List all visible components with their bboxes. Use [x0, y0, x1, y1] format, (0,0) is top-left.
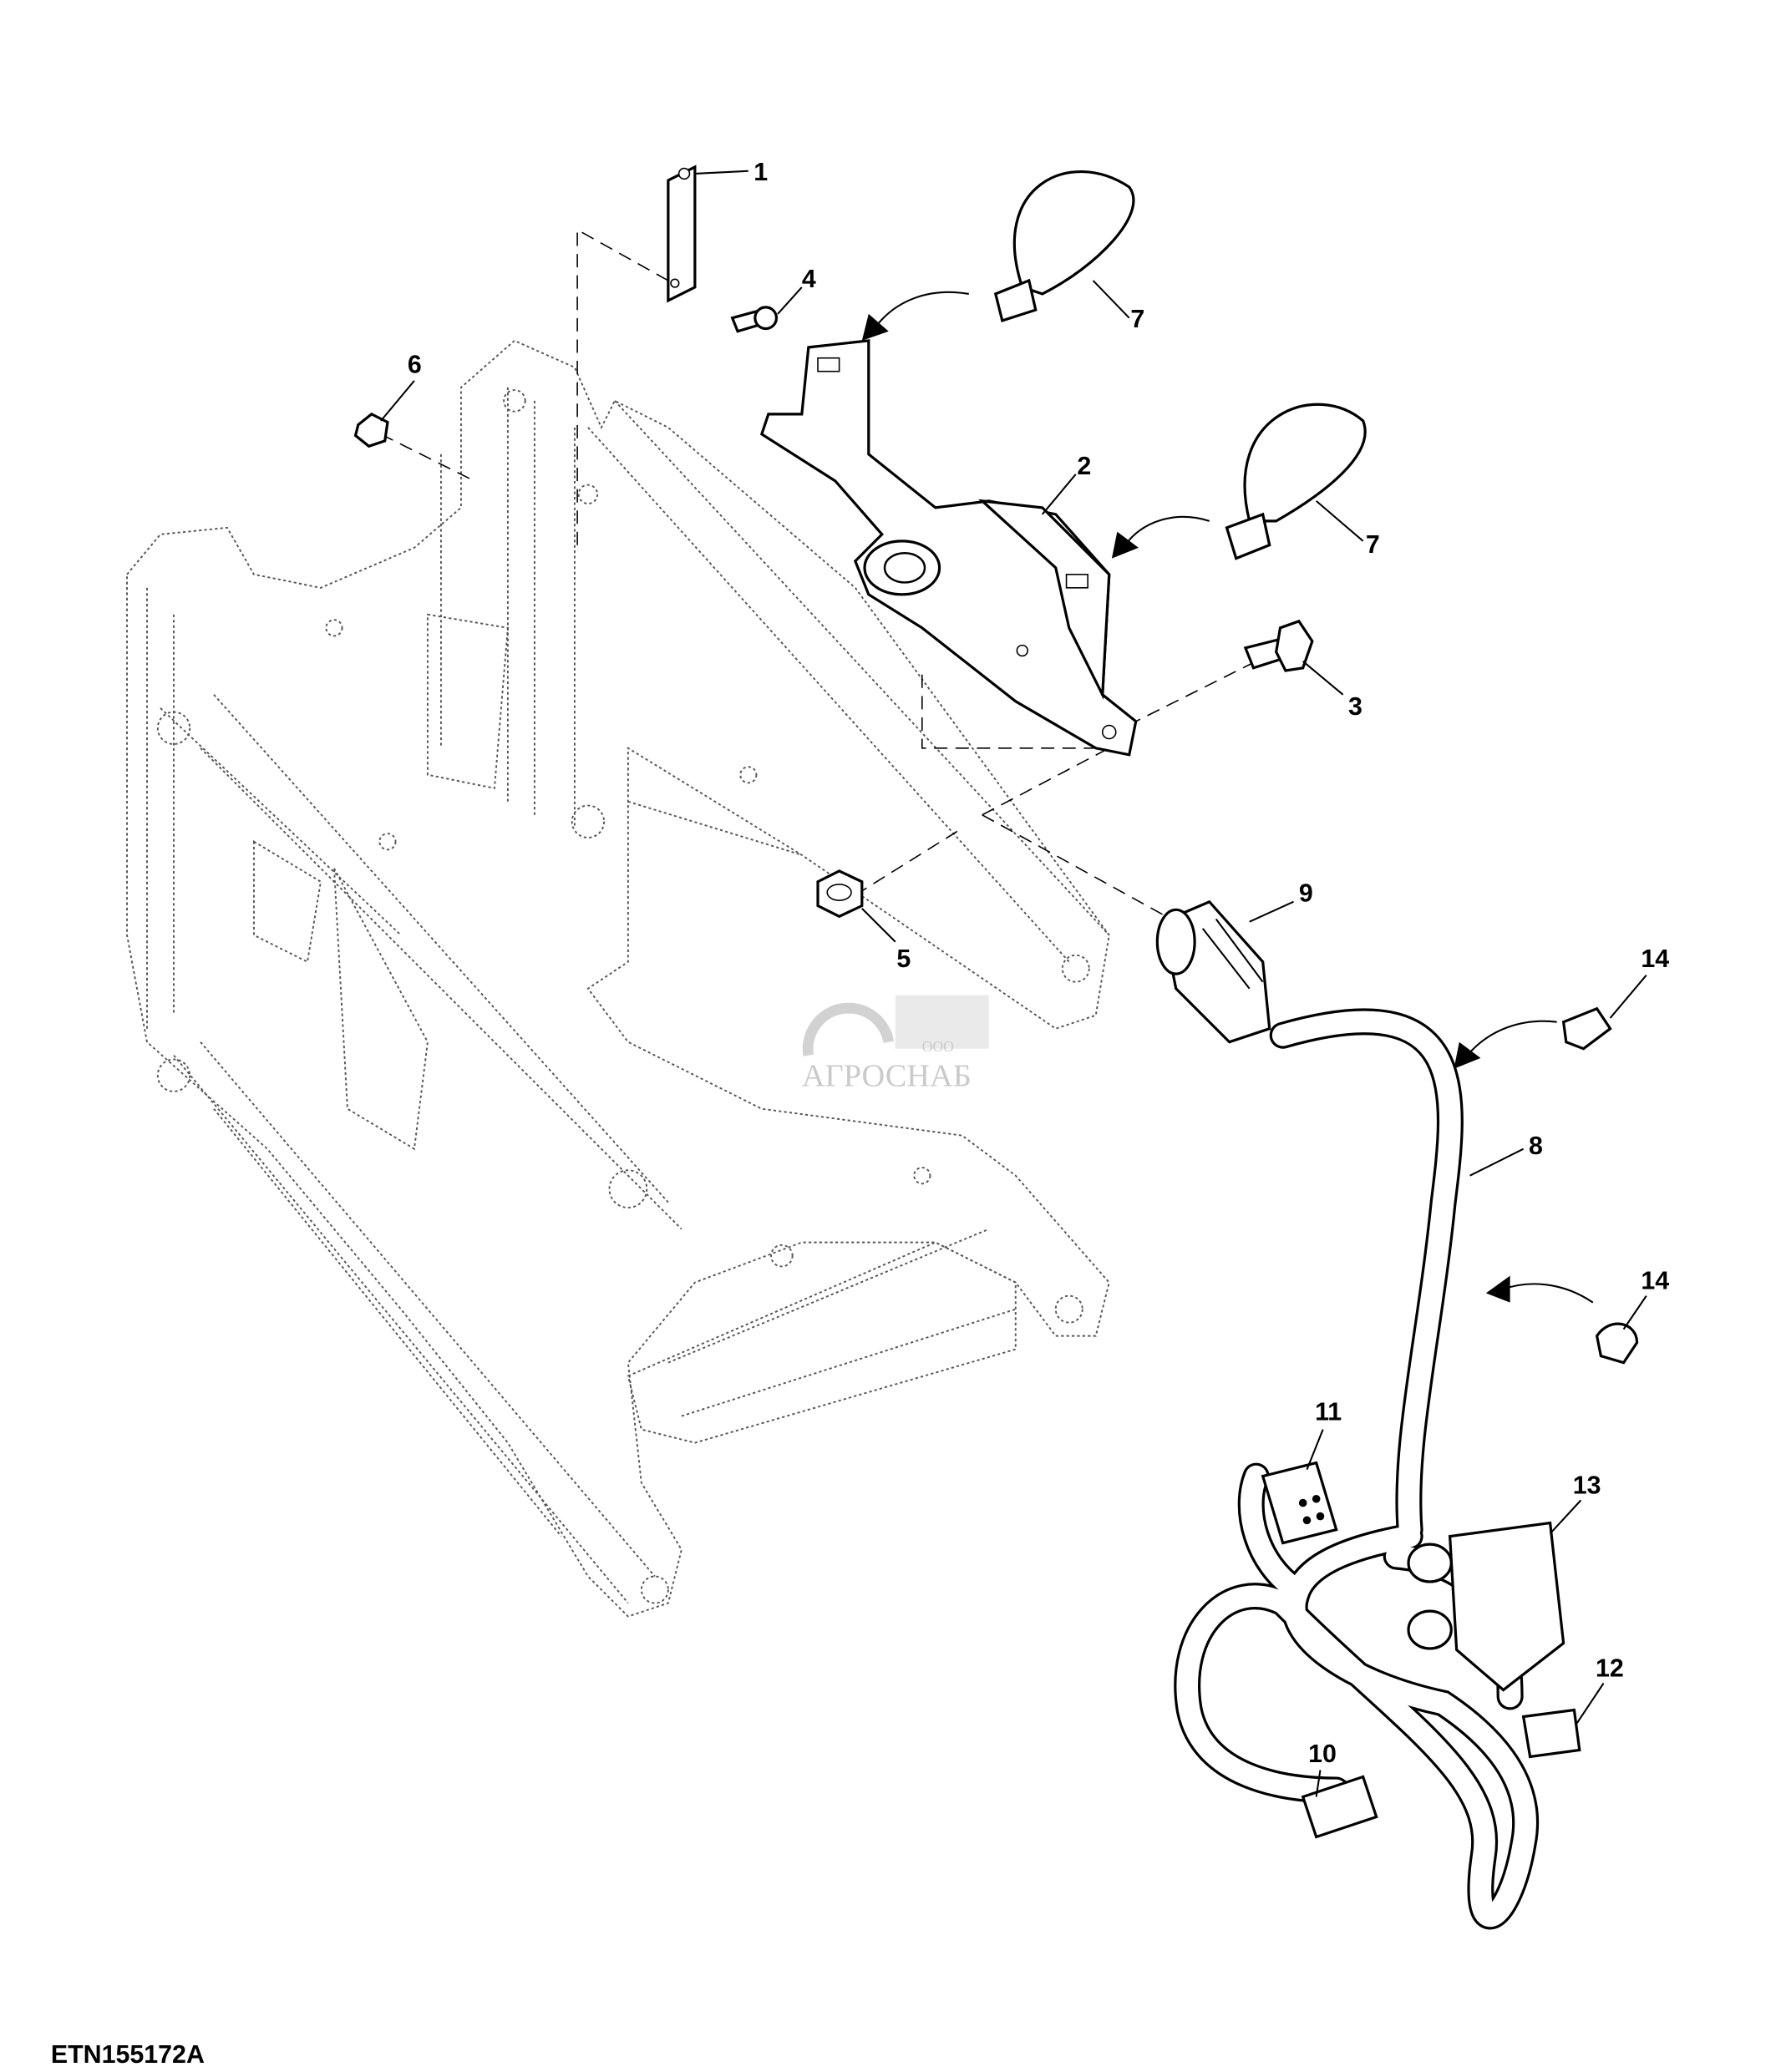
part-nut-5: [816, 869, 864, 919]
part-bracket-2: [759, 339, 1138, 757]
callout-8: 8: [1529, 1132, 1543, 1160]
callout-7b: 7: [1366, 530, 1380, 559]
callout-13: 13: [1573, 1471, 1601, 1499]
part-clamp-7: [993, 170, 1367, 560]
part-strap-1: [667, 165, 697, 303]
figure-id: ETN155172A: [51, 2040, 205, 2069]
part-module-13: [1407, 1521, 1565, 1692]
part-clip-14: [1561, 1006, 1639, 1365]
callout-14b: 14: [1641, 1267, 1669, 1295]
watermark-name: АГРОСНАБ: [802, 1058, 972, 1093]
arrows: [861, 291, 1594, 1304]
part-connector-9: [1155, 899, 1271, 1044]
part-harness-8: [1174, 1008, 1539, 1930]
callout-12: 12: [1596, 1654, 1624, 1683]
part-connector-10: [1301, 1775, 1378, 1839]
assembly-lines: [380, 228, 1257, 923]
part-connector-11: [1261, 1461, 1338, 1545]
callout-14a: 14: [1641, 945, 1669, 973]
callout-2: 2: [1077, 452, 1091, 480]
mounting-frame: [126, 339, 1110, 1618]
callout-5: 5: [896, 945, 911, 973]
part-nut-6: [353, 412, 389, 448]
callout-3: 3: [1348, 692, 1362, 721]
watermark-prefix: ООО: [922, 1038, 954, 1055]
callout-6: 6: [408, 350, 422, 378]
part-connector-12: [1521, 1708, 1581, 1759]
callout-1: 1: [754, 158, 768, 186]
watermark-logo: ООО АГРОСНАБ: [802, 995, 989, 1093]
part-bolt-3: [1243, 619, 1314, 672]
callout-9: 9: [1299, 879, 1313, 908]
callout-11: 11: [1315, 1397, 1342, 1426]
part-bolt-4: [730, 306, 779, 333]
callout-7a: 7: [1130, 305, 1144, 333]
leader-lines: [380, 170, 1647, 1797]
callout-4: 4: [802, 265, 816, 293]
callout-10: 10: [1308, 1740, 1337, 1768]
